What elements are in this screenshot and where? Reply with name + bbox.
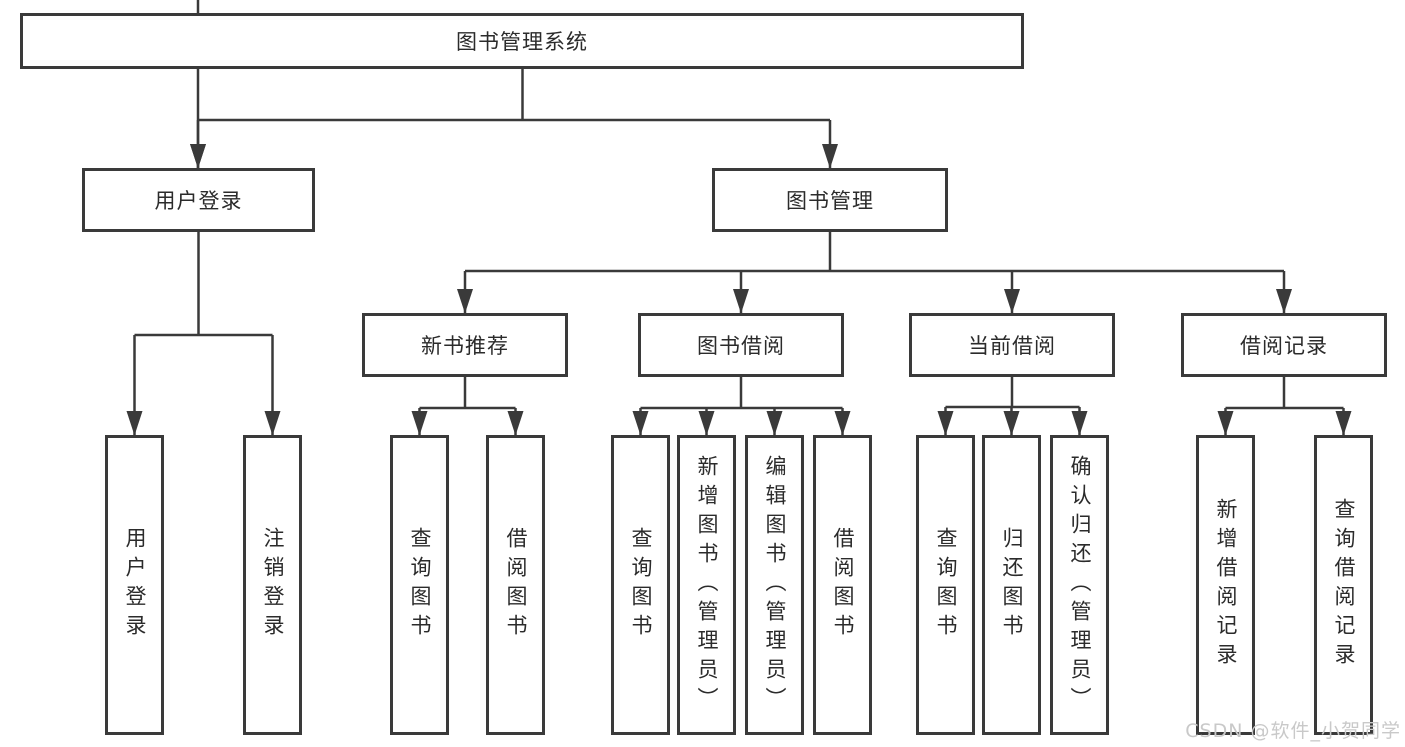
node-label: 用户登录 xyxy=(154,189,243,213)
leaf-edit-books-admin: 编辑图书（管理员） xyxy=(745,435,804,735)
node-label: 图书管理 xyxy=(786,189,874,213)
node-borrow-records: 借阅记录 xyxy=(1181,313,1387,377)
node-label: 借阅记录 xyxy=(1240,334,1328,358)
leaf-borrow-books: 借阅图书 xyxy=(813,435,872,735)
leaf-query-books-recommend: 查询图书 xyxy=(390,435,449,735)
leaf-label: 注销登录 xyxy=(261,527,285,643)
leaf-logout: 注销登录 xyxy=(243,435,302,735)
leaf-label: 查询图书 xyxy=(629,527,653,643)
leaf-label: 归还图书 xyxy=(1000,527,1024,643)
leaf-label: 新增借阅记录 xyxy=(1214,498,1238,672)
node-new-book-recommend: 新书推荐 xyxy=(362,313,568,377)
node-current-borrow: 当前借阅 xyxy=(909,313,1115,377)
leaf-label: 查询图书 xyxy=(934,527,958,643)
leaf-label: 查询借阅记录 xyxy=(1332,498,1356,672)
leaf-query-borrow-record: 查询借阅记录 xyxy=(1314,435,1373,735)
leaf-user-login: 用户登录 xyxy=(105,435,164,735)
leaf-label: 用户登录 xyxy=(123,527,147,643)
leaf-add-borrow-record: 新增借阅记录 xyxy=(1196,435,1255,735)
node-label: 图书管理系统 xyxy=(456,30,588,54)
leaf-query-books-borrow: 查询图书 xyxy=(611,435,670,735)
leaf-add-books-admin: 新增图书（管理员） xyxy=(677,435,736,735)
node-user-login: 用户登录 xyxy=(82,168,315,232)
node-label: 新书推荐 xyxy=(421,334,509,358)
csdn-watermark: CSDN @软件_小贺同学 xyxy=(1185,720,1401,742)
leaf-confirm-return-admin: 确认归还（管理员） xyxy=(1050,435,1109,735)
leaf-label: 查询图书 xyxy=(408,527,432,643)
node-label: 当前借阅 xyxy=(968,334,1056,358)
leaf-label: 借阅图书 xyxy=(504,527,528,643)
leaf-return-books: 归还图书 xyxy=(982,435,1041,735)
leaf-label: 编辑图书（管理员） xyxy=(763,454,787,716)
node-book-management: 图书管理 xyxy=(712,168,948,232)
leaf-label: 新增图书（管理员） xyxy=(695,454,719,716)
node-library-management-system: 图书管理系统 xyxy=(20,13,1024,69)
leaf-label: 借阅图书 xyxy=(831,527,855,643)
node-label: 图书借阅 xyxy=(697,334,785,358)
leaf-label: 确认归还（管理员） xyxy=(1068,454,1092,716)
leaf-query-books-current: 查询图书 xyxy=(916,435,975,735)
leaf-borrow-books-recommend: 借阅图书 xyxy=(486,435,545,735)
node-book-borrow: 图书借阅 xyxy=(638,313,844,377)
